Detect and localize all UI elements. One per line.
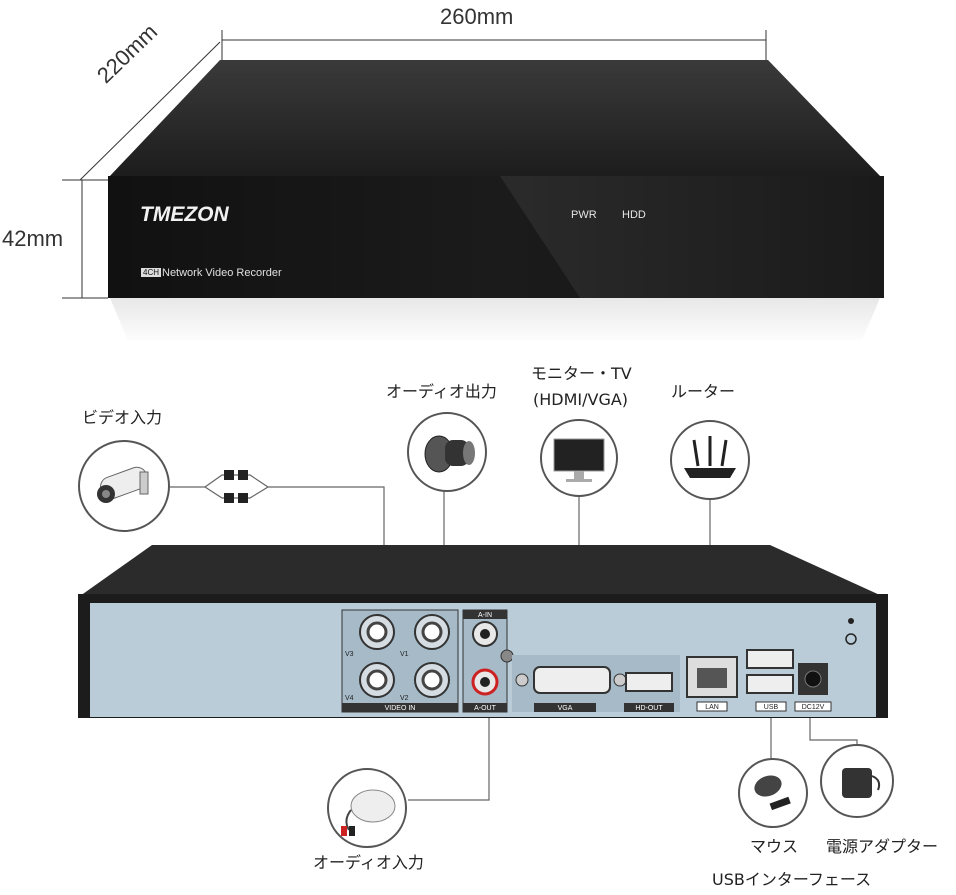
video-in-label: VIDEO IN (385, 705, 416, 712)
brand-logo: TMEZON (140, 203, 229, 226)
monitor-icon (540, 419, 618, 497)
mouse-callout: マウス (750, 837, 799, 856)
power-adapter-callout: 電源アダプター (826, 837, 939, 856)
usb-label: USB (764, 704, 779, 711)
a-in-label: A-IN (478, 612, 492, 619)
depth-dimension-line (79, 41, 221, 181)
v1-label: V1 (400, 651, 409, 658)
video-in-callout: ビデオ入力 (82, 408, 163, 427)
height-dimension: 42mm (2, 226, 64, 251)
model-text: Network Video Recorder (162, 267, 282, 279)
speaker-icon (407, 412, 487, 492)
v4-label: V4 (345, 695, 354, 702)
monitor-callout-line2: (HDMI/VGA) (533, 390, 629, 409)
microphone-icon (327, 768, 407, 848)
lan-label: LAN (705, 704, 719, 711)
router-callout: ルーター (671, 382, 736, 401)
v2-label: V2 (400, 695, 409, 702)
vga-label: VGA (558, 705, 573, 712)
pwr-indicator-label: PWR (571, 209, 597, 221)
vga-port (533, 666, 611, 694)
router-icon (670, 420, 750, 500)
audio-in-callout: オーディオ入力 (313, 853, 424, 872)
v3-label: V3 (345, 651, 354, 658)
hd-out-label: HD-OUT (635, 705, 663, 712)
camera-icon (78, 440, 170, 532)
usb-interface-callout: USBインターフェース (712, 870, 872, 889)
width-dimension: 260mm (440, 4, 514, 29)
nvr-rear-view: VIDEO IN V3 V1 V4 V2 A-IN A-OUT VGA HD-O… (78, 470, 888, 801)
dc-label: DC12V (802, 704, 825, 711)
usb-port-1 (746, 649, 794, 669)
hdmi-port (625, 672, 673, 692)
audio-out-callout: オーディオ出力 (386, 382, 497, 401)
mouse-icon (738, 758, 808, 828)
a-out-label: A-OUT (474, 705, 497, 712)
monitor-callout-line1: モニター・TV (531, 364, 632, 383)
power-adapter-icon (820, 744, 894, 818)
nvr-front-view (62, 30, 884, 340)
usb-port-2 (746, 674, 794, 694)
channel-badge: 4CH (141, 268, 162, 277)
hdd-indicator-label: HDD (622, 209, 646, 221)
